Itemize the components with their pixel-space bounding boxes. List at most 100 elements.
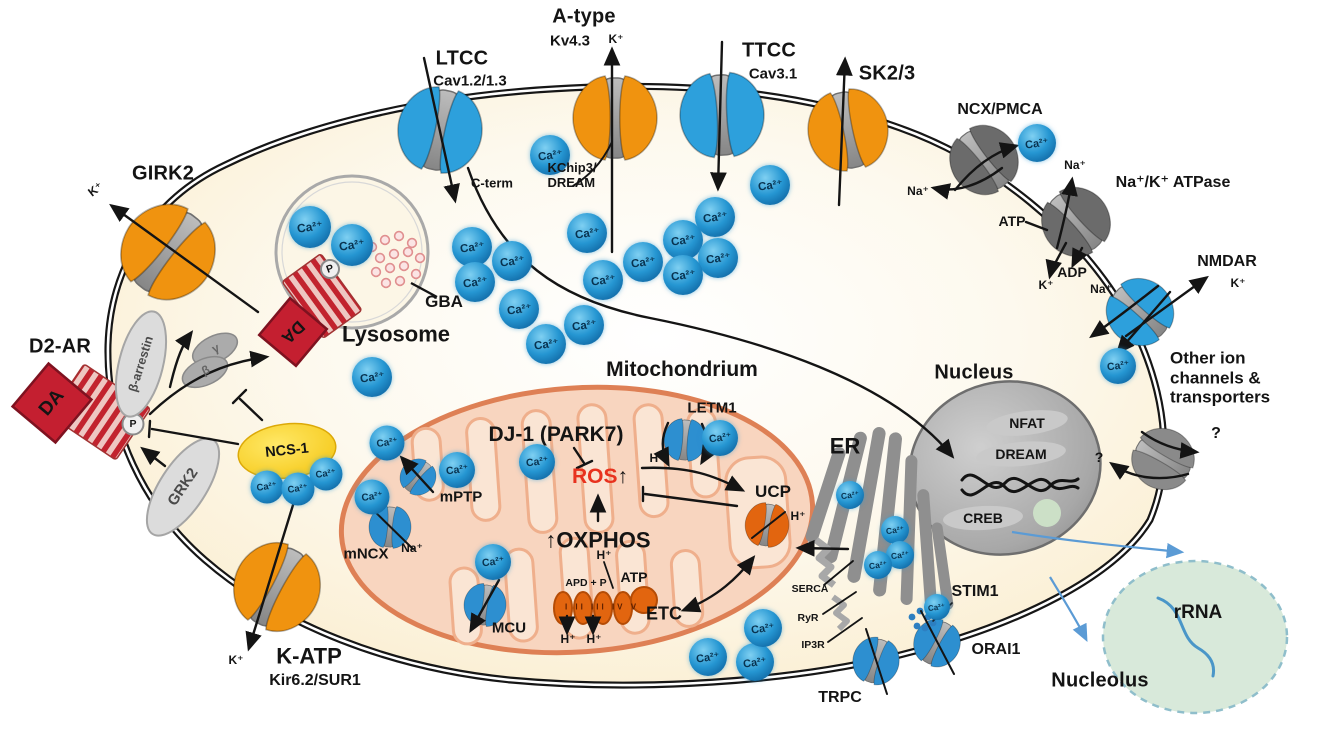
calcium-ion: Ca²⁺ xyxy=(354,479,390,515)
phospho-label: P xyxy=(129,417,137,430)
etc-complex-numerals: I II III IV V xyxy=(564,602,640,612)
calcium-ion: Ca²⁺ xyxy=(452,227,492,267)
d2ar-receptor xyxy=(10,361,151,460)
sk-label: SK2/3 xyxy=(858,62,916,85)
calcium-ion: Ca²⁺ xyxy=(663,220,703,260)
atype-sub-label: Kv4.3 xyxy=(549,32,591,50)
rrna-label: rRNA xyxy=(1173,602,1223,624)
beta-arrestin-shape xyxy=(114,310,168,418)
ryr-label: RyR xyxy=(797,611,819,624)
adp-p-label: APD + P xyxy=(565,576,607,589)
adp-label: ADP xyxy=(1057,263,1087,280)
calcium-ion: Ca²⁺ xyxy=(309,457,343,491)
k-ion-label: K⁺ xyxy=(1230,276,1246,291)
gba-enzyme-dots xyxy=(366,230,426,289)
dna-helix-icon xyxy=(960,473,1080,497)
mptp-label: mPTP xyxy=(439,488,483,506)
kchip3-label: KChip3/ DREAM xyxy=(547,160,597,190)
h-ion-label: H⁺ xyxy=(649,451,665,466)
calcium-ion: Ca²⁺ xyxy=(836,481,864,509)
k-ion-label: K⁺ xyxy=(1038,278,1054,293)
question-mark: ? xyxy=(1211,424,1221,442)
calcium-ion: Ca²⁺ xyxy=(567,213,607,253)
calcium-ion: Ca²⁺ xyxy=(289,206,331,248)
na-ion-label: Na⁺ xyxy=(1090,282,1112,297)
ltcc-label: LTCC xyxy=(435,47,489,70)
nucleolus-shape xyxy=(1101,559,1289,715)
na-ion-label: Na⁺ xyxy=(401,541,423,556)
creb-cofactor-blob xyxy=(1033,499,1061,527)
cterm-label: C-term xyxy=(471,175,513,191)
calcium-ion: Ca²⁺ xyxy=(492,241,532,281)
rrna-strand xyxy=(1156,596,1216,678)
stim1-label: STIM1 xyxy=(951,582,999,600)
dream-label: DREAM xyxy=(995,445,1047,462)
calcium-ion: Ca²⁺ xyxy=(750,165,790,205)
calcium-ion: Ca²⁺ xyxy=(564,305,604,345)
phospho-site-2 xyxy=(320,259,340,279)
calcium-ion: Ca²⁺ xyxy=(352,357,392,397)
nucleus-label: Nucleus xyxy=(934,361,1014,384)
calcium-ion: Ca²⁺ xyxy=(519,444,555,480)
calcium-ion: Ca²⁺ xyxy=(864,551,892,579)
other-channels-label: Other ion channels & transporters xyxy=(1170,348,1271,407)
calcium-ion: Ca²⁺ xyxy=(1100,348,1136,384)
calcium-ion: Ca²⁺ xyxy=(499,289,539,329)
etc-complexes xyxy=(553,586,658,625)
nak-atpase-label: Na⁺/K⁺ ATPase xyxy=(1115,173,1231,191)
dj1-label: DJ-1 (PARK7) xyxy=(488,422,624,446)
calcium-ion: Ca²⁺ xyxy=(702,420,738,456)
nucleolus-arrows xyxy=(1011,530,1185,642)
ncx-pmca-label: NCX/PMCA xyxy=(957,100,1043,118)
internalized-receptor xyxy=(257,254,362,368)
mitochondrium-label: Mitochondrium xyxy=(606,357,758,381)
calcium-ion: Ca²⁺ xyxy=(439,452,475,488)
calcium-ion: Ca²⁺ xyxy=(924,594,950,620)
atp-label: ATP xyxy=(998,212,1026,229)
calcium-ion: Ca²⁺ xyxy=(250,470,284,504)
na-ion-label: Na⁺ xyxy=(1064,158,1086,173)
h-ion-label: H⁺ xyxy=(586,632,602,647)
nucleus-shape xyxy=(908,380,1102,556)
calcium-ion: Ca²⁺ xyxy=(281,472,315,506)
katp-sub-label: Kir6.2/SUR1 xyxy=(269,671,361,689)
k-ion-label: K⁺ xyxy=(228,653,244,668)
atype-label: A-type xyxy=(552,5,616,28)
calcium-ion: Ca²⁺ xyxy=(744,609,782,647)
girk2-label: GIRK2 xyxy=(131,162,195,185)
calcium-ion: Ca²⁺ xyxy=(475,544,511,580)
ttcc-label: TTCC xyxy=(741,39,797,62)
na-ion-label: Na⁺ xyxy=(907,184,929,199)
serca-label: SERCA xyxy=(791,582,829,595)
calcium-ion: Ca²⁺ xyxy=(695,197,735,237)
question-mark: ? xyxy=(1094,448,1104,465)
ros-label: ROS↑ xyxy=(571,464,629,488)
ttcc-sub-label: Cav3.1 xyxy=(748,65,798,83)
atp-label: ATP xyxy=(620,568,648,585)
oxphos-label: ↑OXPHOS xyxy=(545,527,651,553)
calcium-ion: Ca²⁺ xyxy=(881,516,909,544)
atype-channel xyxy=(572,75,658,161)
d2ar-label: D2-AR xyxy=(28,335,92,358)
mcu-label: MCU xyxy=(491,619,527,637)
da-ligand xyxy=(10,361,94,445)
gba-label: GBA xyxy=(425,292,463,312)
orai1-label: ORAI1 xyxy=(971,640,1021,658)
calcium-ion: Ca²⁺ xyxy=(530,135,570,175)
calcium-ion: Ca²⁺ xyxy=(689,638,727,676)
calcium-ion: Ca²⁺ xyxy=(736,643,774,681)
lysosome-label: Lysosome xyxy=(341,321,451,347)
h-ion-label: H⁺ xyxy=(596,548,612,563)
nmdar-label: NMDAR xyxy=(1197,252,1257,270)
calcium-ion: Ca²⁺ xyxy=(698,238,738,278)
trpc-label: TRPC xyxy=(818,688,862,706)
k-ion-label: K⁺ xyxy=(608,32,624,47)
nucleolus-label: Nucleolus xyxy=(1051,669,1149,692)
ucp-label: UCP xyxy=(755,482,791,502)
ltcc-sub-label: Cav1.2/1.3 xyxy=(433,72,507,90)
calcium-ion: Ca²⁺ xyxy=(331,224,373,266)
calcium-ion: Ca²⁺ xyxy=(623,242,663,282)
calcium-ion: Ca²⁺ xyxy=(369,425,405,461)
